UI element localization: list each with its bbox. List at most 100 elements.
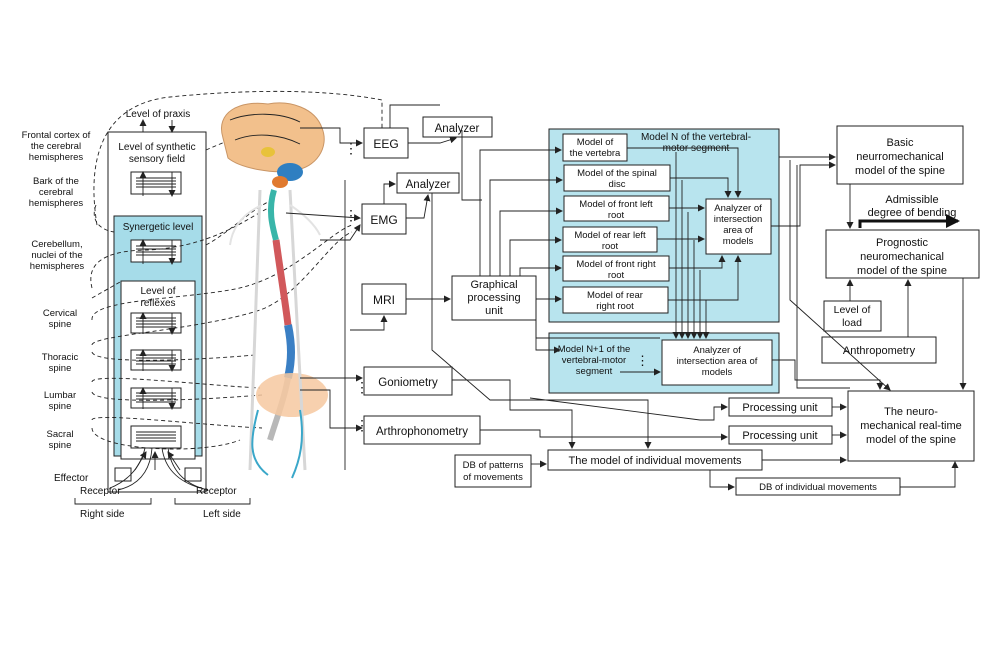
anthropometry-label: Anthropometry	[843, 345, 916, 357]
bark-label-1: Bark of the	[33, 176, 79, 187]
sensors: EEG Analyzer Analyzer EMG MRI Goniometry…	[361, 116, 493, 445]
front-right-label-2: root	[608, 270, 625, 281]
level-synthetic-label-2: sensory field	[129, 154, 185, 165]
vertebra-label-1: Model of	[577, 137, 614, 148]
prognostic-label-1: Prognostic	[876, 237, 928, 249]
realtime-label-2: mechanical real-time	[860, 420, 961, 432]
db-individual-label: DB of individual movements	[759, 482, 877, 493]
sacral-disc-icon	[130, 425, 182, 449]
segment-n-analyzer-label-4: models	[723, 236, 754, 247]
thoracic-label-2: spine	[49, 363, 72, 374]
basic-model-label-3: model of the spine	[855, 165, 945, 177]
segment-n-analyzer-box	[705, 198, 772, 255]
thoracic-label-1: Thoracic	[42, 352, 79, 363]
vertebra-label-2: the vertebra	[570, 148, 621, 159]
right-side-bracket	[74, 498, 152, 505]
reflexes-label-1: Level of	[140, 286, 175, 297]
db-patterns-label-1: DB of patterns	[463, 460, 524, 471]
front-right-root-box	[562, 255, 670, 282]
analyzer-top-label: Analyzer	[435, 123, 480, 135]
individual-movements-label: The model of individual movements	[568, 455, 742, 467]
front-left-label-2: root	[608, 210, 625, 221]
receptor-left-label: Receptor	[196, 486, 237, 497]
level-synthetic-label-1: Level of synthetic	[118, 142, 195, 153]
synergetic-disc-icon	[130, 239, 182, 263]
left-side-bracket	[174, 498, 251, 505]
front-right-label-1: Model of front right	[576, 259, 656, 270]
anatomy-labels: Frontal cortex of the cerebral hemispher…	[22, 130, 91, 451]
level-of-load-label-2: load	[842, 317, 862, 329]
rear-right-label-1: Model of rear	[587, 290, 643, 301]
cerebellum-label-2: nuclei of the	[31, 250, 82, 261]
lumbar-label-2: spine	[49, 401, 72, 412]
segment-n1-analyzer-label-2: intersection area of	[677, 356, 758, 367]
right-side-label: Right side	[80, 509, 125, 520]
bark-label-3: hemispheres	[29, 198, 84, 209]
goniometry-box	[363, 366, 453, 396]
gpu-label-1: Graphical	[470, 279, 517, 291]
analyzer-top-box	[422, 116, 493, 138]
bark-label-2: cerebral	[39, 187, 73, 198]
dashed-neural-links	[90, 90, 383, 450]
segment-n-panel: Model N of the vertebral- motor segment …	[548, 128, 780, 323]
segment-n-title-2: motor segment	[663, 143, 730, 154]
frontal-cortex-label-2: the cerebral	[31, 141, 81, 152]
synergetic-level-label: Synergetic level	[123, 222, 194, 233]
effector-left-box	[184, 467, 202, 482]
receptor-curves	[109, 447, 209, 491]
prognostic-label-3: model of the spine	[857, 265, 947, 277]
spinal-disc-label-1: Model of the spinal	[577, 168, 657, 179]
realtime-label-3: model of the spine	[866, 434, 956, 446]
mri-label: MRI	[373, 293, 395, 307]
emg-dots: ⋮	[344, 207, 358, 223]
cortex-disc-icon	[130, 171, 182, 195]
spinal-disc-label-2: disc	[609, 179, 626, 190]
anatomy-figure: ⋮ ⋮ ⋮ ⋮	[221, 102, 369, 479]
rear-left-label-2: root	[602, 241, 619, 252]
level-of-load-label-1: Level of	[834, 304, 871, 316]
frontal-cortex-label-1: Frontal cortex of	[22, 130, 91, 141]
lumbar-label-1: Lumbar	[44, 390, 76, 401]
front-left-root-box	[563, 195, 670, 222]
left-side-label: Left side	[203, 509, 241, 520]
cerebellum-label-3: hemispheres	[30, 261, 85, 272]
gpu-label-3: unit	[485, 305, 503, 317]
segment-n1-analyzer-label-1: Analyzer of	[693, 345, 741, 356]
segment-n1-analyzer-box	[661, 339, 773, 386]
arthrophonometry-label: Arthrophonometry	[376, 426, 468, 438]
effector-label: Effector	[54, 473, 89, 484]
realtime-label-1: The neuro-	[884, 406, 938, 418]
level-arrows	[139, 171, 176, 410]
segment-n1-title-2: vertebral-motor	[562, 355, 626, 366]
brain-icon	[221, 102, 325, 188]
anthropometry-box	[821, 336, 937, 364]
emg-box	[361, 203, 407, 235]
sacral-label-2: spine	[49, 440, 72, 451]
segment-n1-analyzer-label-3: models	[702, 367, 733, 378]
segment-n-analyzer-label-2: intersection	[714, 214, 763, 225]
prognostic-model-box	[825, 229, 980, 279]
cerebellum-label-1: Cerebellum,	[31, 239, 82, 250]
emg-label: EMG	[370, 213, 397, 227]
segment-n1-title-1: Model N+1 of the	[558, 344, 631, 355]
db-individual-box	[735, 477, 901, 496]
basic-model-label-2: neurromechanical	[856, 151, 943, 163]
analyzer-mid-box	[396, 172, 460, 194]
prognostic-label-2: neuromechanical	[860, 251, 944, 263]
effector-right-box	[114, 467, 132, 482]
rear-left-root-box	[562, 226, 658, 253]
arthrophonometry-box	[363, 415, 481, 445]
analyzer-mid-label: Analyzer	[406, 179, 451, 191]
level-of-praxis-label: Level of praxis	[126, 109, 190, 120]
spinal-disc-model-box	[563, 164, 671, 192]
rear-right-label-2: right root	[596, 301, 634, 312]
segment-n-title-1: Model N of the vertebral-	[641, 132, 751, 143]
connectors	[285, 104, 967, 491]
sacral-label-1: Sacral	[47, 429, 74, 440]
vertebra-model-box	[562, 133, 628, 162]
level-of-load-box	[823, 300, 882, 332]
reflexes-label-2: reflexes	[140, 298, 175, 309]
right-models: Basic neurromechanical model of the spin…	[454, 125, 980, 496]
segment-n-analyzer-label-3: area of	[723, 225, 753, 236]
